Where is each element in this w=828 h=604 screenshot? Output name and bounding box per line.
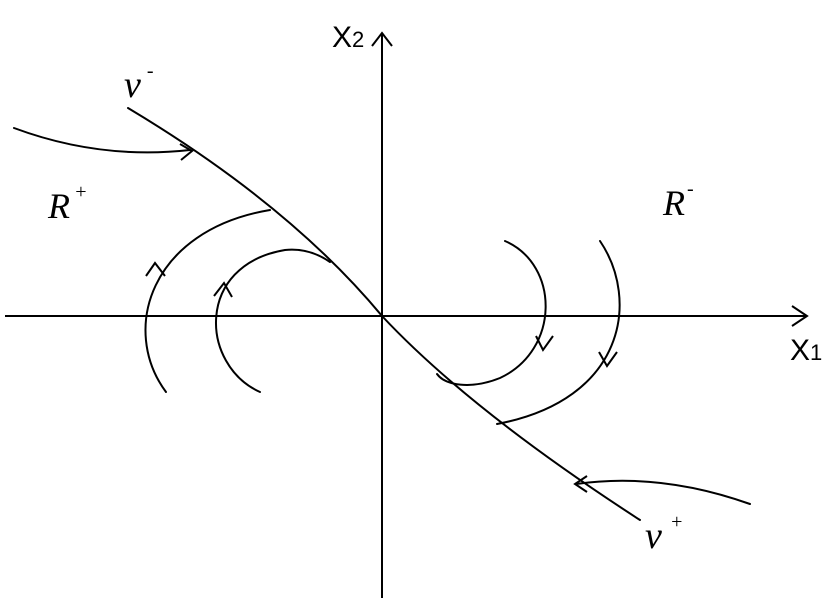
trajectory-right-outer bbox=[496, 240, 621, 425]
trajectory-left-inner-arrow bbox=[213, 281, 233, 298]
trajectory-left-outer-arrow bbox=[145, 261, 166, 277]
x1-axis-arrowhead bbox=[791, 305, 809, 327]
trajectory-upper-left bbox=[13, 127, 191, 154]
trajectory-right-inner bbox=[436, 240, 547, 386]
trajectory-lower-right-arrow bbox=[573, 475, 588, 493]
trajectory-left-outer bbox=[144, 209, 271, 393]
x1-axis-label: X1 bbox=[790, 334, 822, 367]
region-left-label: R+ bbox=[47, 181, 88, 226]
x2-axis-arrowhead bbox=[371, 31, 393, 47]
trajectory-left-inner bbox=[215, 248, 331, 393]
manifold-lower-label: ν+ bbox=[645, 511, 683, 557]
x2-axis-label: X2 bbox=[332, 21, 364, 54]
trajectory-right-outer-arrow bbox=[598, 351, 618, 368]
trajectory-upper-left-arrow bbox=[179, 143, 194, 161]
trajectory-lower-right bbox=[575, 479, 751, 505]
region-right-label: R- bbox=[662, 178, 694, 223]
manifold-upper-branch bbox=[127, 107, 383, 317]
manifold-upper-label: ν- bbox=[124, 60, 154, 106]
manifold-lower-branch bbox=[381, 315, 641, 521]
trajectory-right-inner-arrow bbox=[535, 335, 554, 352]
